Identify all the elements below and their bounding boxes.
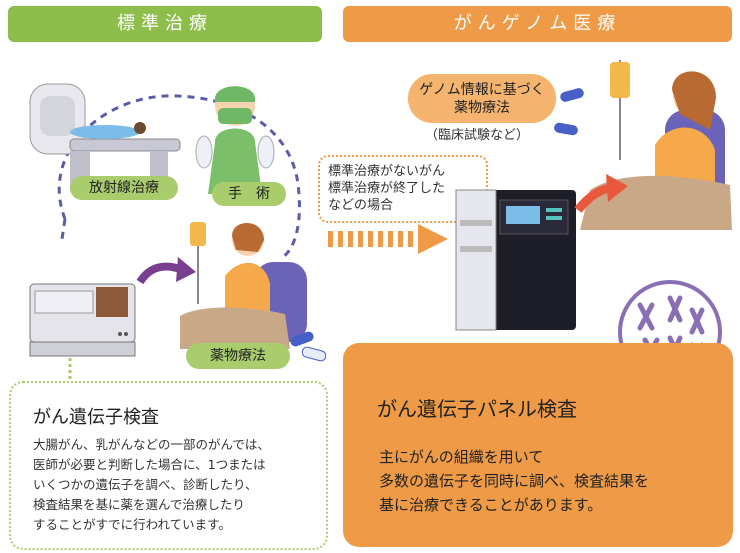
gene-test-connector: [68, 358, 72, 382]
surgery-label: 手 術: [212, 182, 286, 206]
panel-test-card: がん遺伝子パネル検査 主にがんの組織を用いて 多数の遺伝子を同時に調べ、検査結果…: [343, 343, 733, 547]
gene-test-body-line: 大腸がん、乳がんなどの一部のがんでは、: [33, 437, 270, 452]
gene-analyzer-icon: [29, 283, 136, 357]
gene-test-to-drug-arrow: [136, 262, 182, 285]
transition-note-line: 標準治療がないがん: [328, 164, 446, 179]
patient-drip-icon: [180, 222, 307, 349]
panel-test-title: がん遺伝子パネル検査: [377, 397, 577, 421]
patient-drip-icon: [580, 60, 732, 230]
transition-arrow: [328, 224, 448, 254]
surgeon-icon: [195, 86, 275, 194]
genome-drug-pill-line: ゲノム情報に基づく: [419, 82, 545, 98]
drug-therapy-label: 薬物療法: [186, 343, 290, 369]
radiation-therapy-label: 放射線治療: [70, 176, 178, 200]
sequencer-icon: [455, 189, 576, 331]
gene-test-title: がん遺伝子検査: [33, 407, 159, 428]
capsule-icon: [290, 331, 327, 362]
panel-test-body-line: 多数の遺伝子を同時に調べ、検査結果を: [379, 472, 650, 490]
panel-test-body: 主にがんの組織を用いて 多数の遺伝子を同時に調べ、検査結果を 基に治療できること…: [379, 445, 649, 517]
transition-note: 標準治療がないがん 標準治療が終了した などの場合: [318, 155, 488, 223]
header-genome-medicine: がんゲノム医療: [343, 6, 732, 42]
genome-drug-therapy-pill: ゲノム情報に基づく 薬物療法: [408, 74, 556, 123]
capsule-icon: [554, 88, 584, 136]
gene-test-card: がん遺伝子検査 大腸がん、乳がんなどの一部のがんでは、 医師が必要と判断した場合…: [9, 381, 328, 550]
gene-test-body: 大腸がん、乳がんなどの一部のがんでは、 医師が必要と判断した場合に、1つまたは …: [33, 435, 270, 535]
chromosome-icon: [618, 280, 722, 350]
gene-test-body-line: することがすでに行われています。: [33, 517, 231, 532]
panel-test-body-line: 基に治療できることがあります。: [379, 496, 603, 514]
transition-note-line: などの場合: [328, 198, 394, 213]
header-standard-treatment: 標準治療: [8, 6, 322, 42]
clinical-trial-note: （臨床試験など）: [425, 128, 530, 143]
genome-medicine-illustrations: [455, 60, 732, 350]
gene-test-body-line: いくつかの遺伝子を調べ、診断したり、: [33, 477, 258, 492]
gene-test-body-line: 医師が必要と判断した場合に、1つまたは: [33, 457, 266, 472]
genome-drug-pill-line: 薬物療法: [454, 100, 510, 116]
transition-note-line: 標準治療が終了した: [328, 181, 446, 196]
gene-test-body-line: 検査結果を基に薬を選んで治療したり: [33, 497, 245, 512]
panel-test-body-line: 主にがんの組織を用いて: [379, 448, 544, 466]
standard-treatment-illustrations: [29, 83, 327, 362]
radiation-machine-icon: [29, 83, 181, 191]
